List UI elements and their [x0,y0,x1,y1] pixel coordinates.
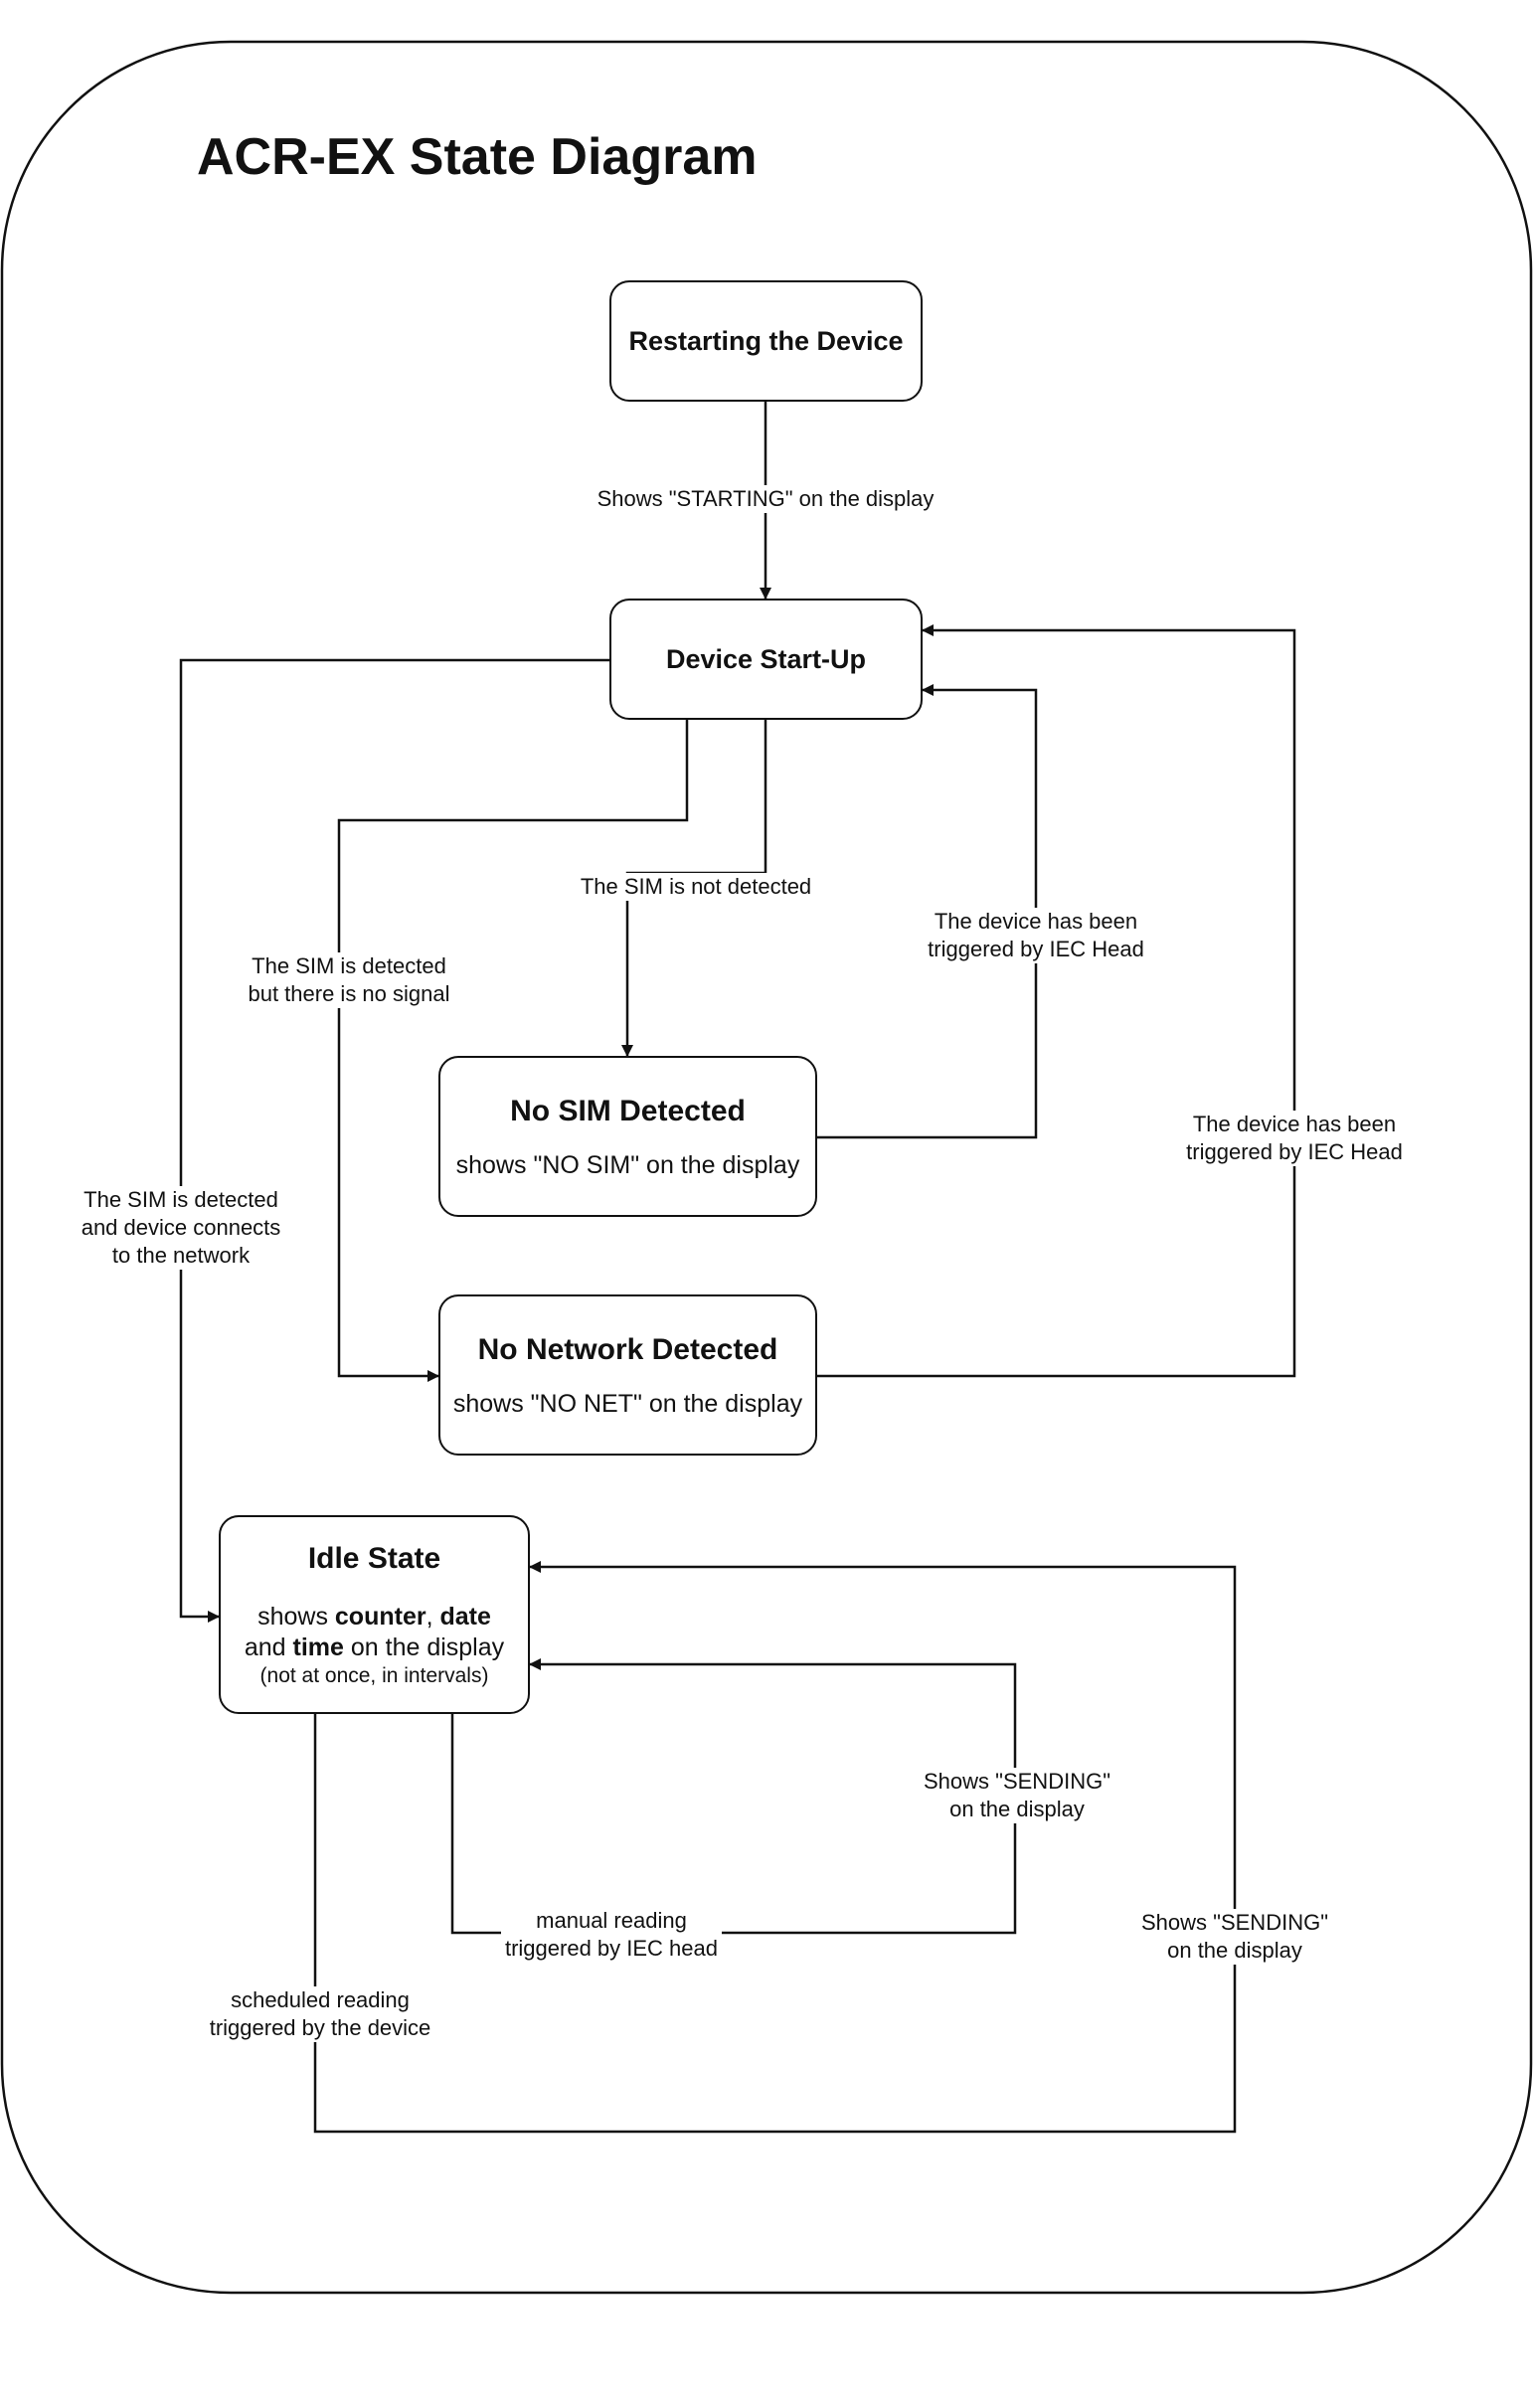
edge-label-manual-reading: manual reading triggered by IEC head [500,1907,723,1963]
state-restarting: Restarting the Device [609,280,923,402]
edge-label-nonet-triggered: The device has been triggered by IEC Hea… [1182,1111,1407,1166]
edge-label-scheduled-reading: scheduled reading triggered by the devic… [205,1986,435,2042]
state-no-network-title: No Network Detected [477,1332,778,1366]
edge-label-starting: Shows "STARTING" on the display [593,485,938,513]
state-startup-title: Device Start-Up [665,643,867,674]
edge-label-sim-connected: The SIM is detected and device connects … [77,1186,285,1270]
state-idle-line1: shows counter, date [257,1603,491,1632]
edge-nonet-to-startup [817,624,1296,1378]
diagram-title: ACR-EX State Diagram [197,128,758,186]
edge-startup-to-nonet [337,720,689,1382]
edge-label-nosim-triggered: The device has been triggered by IEC Hea… [924,908,1148,963]
state-idle: Idle State shows counter, date and time … [219,1515,530,1714]
outer-frame [0,40,1533,2295]
state-idle-note: (not at once, in intervals) [259,1663,489,1687]
edge-startup-to-idle [179,658,609,1623]
edge-label-manual-sending: Shows "SENDING" on the display [920,1768,1114,1823]
state-idle-title: Idle State [307,1542,441,1576]
state-no-sim-subtitle: shows "NO SIM" on the display [455,1150,800,1179]
state-no-sim: No SIM Detected shows "NO SIM" on the di… [438,1056,817,1217]
edge-label-sim-no-signal: The SIM is detected but there is no sign… [244,952,454,1008]
state-no-network-subtitle: shows "NO NET" on the display [452,1389,803,1418]
state-no-sim-title: No SIM Detected [510,1094,746,1127]
state-idle-line2: and time on the display [244,1634,505,1661]
edge-idle-manual-loop [450,1658,1017,1935]
state-no-network: No Network Detected shows "NO NET" on th… [438,1294,817,1456]
edge-label-sim-not-detected: The SIM is not detected [576,873,816,901]
state-device-startup: Device Start-Up [609,599,923,720]
edge-label-scheduled-sending: Shows "SENDING" on the display [1137,1909,1332,1965]
state-restarting-title: Restarting the Device [628,325,904,356]
